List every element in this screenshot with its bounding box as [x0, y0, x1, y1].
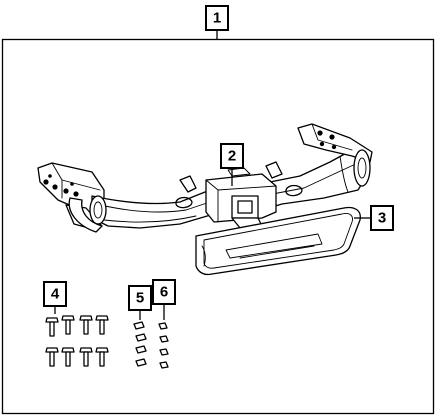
- bolt: [45, 347, 59, 367]
- bolt: [45, 317, 59, 337]
- callout-1[interactable]: 1: [205, 5, 229, 40]
- callout-6-label: 6: [160, 284, 168, 301]
- bolt-set[interactable]: [45, 315, 109, 367]
- bolt: [79, 315, 93, 335]
- callout-2[interactable]: 2: [220, 143, 244, 186]
- bolt: [95, 347, 109, 367]
- callout-4-label: 4: [51, 286, 60, 303]
- nut-set[interactable]: [158, 322, 169, 369]
- callout-1-label: 1: [213, 10, 221, 27]
- bolt: [79, 347, 93, 367]
- callout-5[interactable]: 5: [128, 285, 152, 320]
- callout-3[interactable]: 3: [354, 205, 394, 231]
- clip-set[interactable]: [133, 321, 147, 367]
- bolt: [61, 315, 75, 335]
- callout-4[interactable]: 4: [43, 281, 67, 314]
- bolt: [61, 347, 75, 367]
- bolt: [95, 315, 109, 335]
- callout-3-label: 3: [378, 210, 386, 227]
- callout-2-label: 2: [228, 148, 236, 165]
- bumper-trim-panel[interactable]: [195, 206, 361, 276]
- hitch-receiver-assembly[interactable]: [37, 123, 373, 233]
- callout-5-label: 5: [136, 290, 144, 307]
- callout-6[interactable]: 6: [152, 279, 176, 320]
- assembly-frame: [1, 38, 435, 415]
